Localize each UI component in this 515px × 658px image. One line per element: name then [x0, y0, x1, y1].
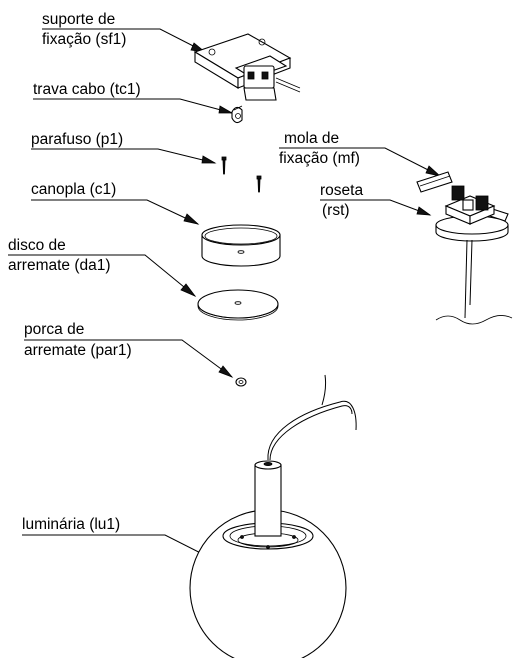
canopla-label: canopla (c1)	[31, 181, 116, 198]
label-porca-de-arremate: porca de arremate (par1)	[24, 321, 234, 378]
porca-leader-line	[24, 339, 233, 378]
roseta-label-line1: roseta	[320, 182, 363, 199]
canopla-leader-line	[31, 199, 199, 225]
canopla-part	[201, 224, 281, 267]
roseta-leader-line	[320, 199, 431, 216]
parafuso-label: parafuso (p1)	[31, 131, 123, 148]
label-roseta: roseta (rst)	[320, 182, 432, 219]
trava-label: trava cabo (tc1)	[33, 81, 141, 98]
roseta-part	[435, 185, 513, 325]
mola-leader-line	[279, 147, 441, 177]
parafuso-leader-arrow	[201, 155, 217, 164]
label-trava-cabo: trava cabo (tc1)	[33, 81, 234, 114]
canopla-leader-arrow	[183, 213, 200, 225]
disco-leader-arrow	[180, 283, 197, 297]
suporte-de-fixacao-part	[193, 33, 301, 101]
parafuso-leader-line	[31, 148, 216, 164]
disco-de-arremate-part	[197, 289, 279, 321]
disco-label-line1: disco de	[8, 237, 66, 254]
mola-label-line1: mola de	[284, 130, 339, 147]
disco-leader-line	[8, 254, 196, 297]
roseta-label-line2: (rst)	[322, 202, 350, 219]
label-suporte-de-fixacao: suporte de fixação (sf1)	[42, 11, 207, 53]
mola-label-line2: fixação (mf)	[279, 150, 360, 167]
disco-label-line2: arremate (da1)	[8, 257, 111, 274]
label-disco-de-arremate: disco de arremate (da1)	[8, 237, 197, 297]
trava-cabo-part	[231, 105, 243, 124]
porca-de-arremate-part	[235, 377, 247, 387]
suporte-label-line1: suporte de	[42, 11, 115, 28]
suporte-leader-line	[42, 28, 206, 53]
mola-leader-arrow	[425, 165, 442, 177]
parafuso-part	[221, 156, 262, 193]
porca-label-line1: porca de	[24, 321, 84, 338]
roseta-leader-arrow	[416, 206, 432, 216]
label-mola-de-fixacao: mola de fixação (mf)	[279, 130, 442, 177]
porca-leader-arrow	[218, 365, 234, 378]
label-canopla: canopla (c1)	[31, 181, 200, 225]
trava-leader-line	[33, 98, 233, 114]
porca-label-line2: arremate (par1)	[24, 342, 132, 359]
suporte-label-line2: fixação (sf1)	[42, 31, 126, 48]
luminaria-part	[189, 374, 357, 658]
luminaria-label: luminária (lu1)	[22, 516, 120, 533]
trava-leader-arrow	[218, 105, 234, 114]
label-parafuso: parafuso (p1)	[31, 131, 217, 164]
